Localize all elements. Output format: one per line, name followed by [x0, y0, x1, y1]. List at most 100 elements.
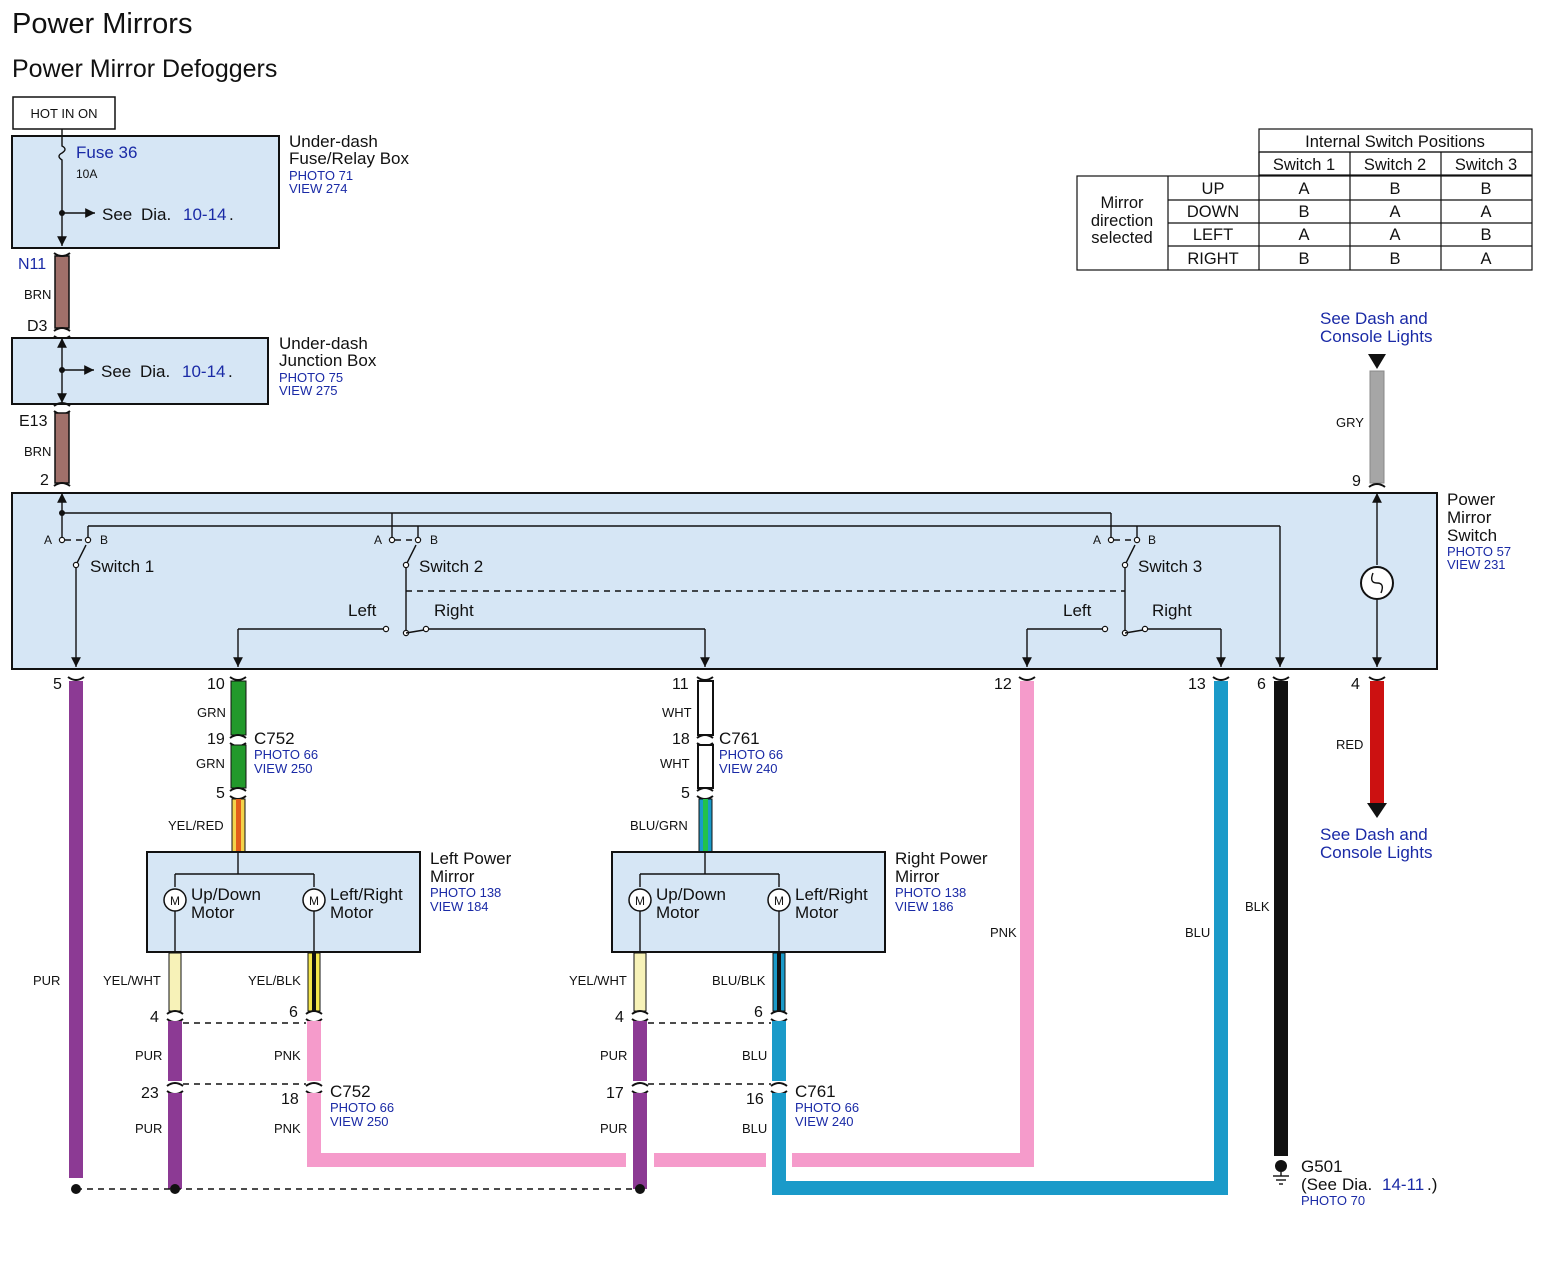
fuse-box-photo-link[interactable]: PHOTO 71 — [289, 168, 353, 183]
fuse-box-name-1: Under-dash — [289, 132, 378, 151]
wire-label-brn-1: BRN — [24, 287, 51, 302]
fuse-box-view-link[interactable]: VIEW 274 — [289, 181, 348, 196]
right-power-mirror — [611, 851, 886, 953]
pin-left-18: 18 — [281, 1091, 299, 1108]
fuse-dia-ref-link[interactable]: 10-14 — [183, 205, 226, 224]
pin-right-6: 6 — [754, 1004, 763, 1021]
wire-label-left-yel-wht: YEL/WHT — [103, 973, 161, 988]
wire-label-right-blu-1: BLU — [742, 1048, 767, 1063]
right-mirror-name-1: Right Power — [895, 849, 988, 868]
wire-left-yel-wht — [168, 952, 182, 1012]
pin-13: 13 — [1188, 676, 1206, 693]
wire-label-left-pur-1: PUR — [135, 1048, 162, 1063]
dash-lights-bottom-1[interactable]: See Dash and — [1320, 825, 1428, 844]
left-mirror-view-link[interactable]: VIEW 184 — [430, 899, 489, 914]
switch1-pos-a: A — [44, 533, 52, 547]
c752-bottom-photo-link[interactable]: PHOTO 66 — [330, 1100, 394, 1115]
c761-bottom-photo-link[interactable]: PHOTO 66 — [795, 1100, 859, 1115]
c761-bottom-view-link[interactable]: VIEW 240 — [795, 1114, 854, 1129]
pin-e13: E13 — [19, 413, 48, 430]
wire-right-pur-1 — [633, 1021, 647, 1081]
pin-right-17: 17 — [606, 1085, 624, 1102]
fuse-amp-label: 10A — [76, 167, 97, 181]
ground-dia-ref-link[interactable]: 14-11 — [1382, 1175, 1424, 1194]
table-group-1: Mirror — [1100, 194, 1144, 212]
right-motor2-symbol: M — [774, 894, 784, 908]
table-row-left: LEFT — [1193, 226, 1233, 244]
wire-label-right-pur-1: PUR — [600, 1048, 627, 1063]
wire-label-blu-grn: BLU/GRN — [630, 818, 688, 833]
table-group-3: selected — [1091, 229, 1152, 247]
wire-right-yel-wht — [633, 952, 647, 1012]
c761-top-photo-link[interactable]: PHOTO 66 — [719, 747, 783, 762]
wire-pnk-main — [1020, 681, 1034, 1165]
page-title: Power Mirrors — [12, 8, 192, 40]
right-mirror-photo-link[interactable]: PHOTO 138 — [895, 885, 966, 900]
switch-view-link[interactable]: VIEW 231 — [1447, 557, 1506, 572]
wire-red — [1370, 681, 1384, 803]
pin-9: 9 — [1352, 473, 1361, 490]
pin-2: 2 — [40, 472, 49, 489]
left-power-mirror — [146, 851, 421, 953]
pin-right-16: 16 — [746, 1091, 764, 1108]
wire-label-blk: BLK — [1245, 899, 1270, 914]
wire-gry — [1369, 370, 1385, 484]
junction-box-name-1: Under-dash — [279, 334, 368, 353]
dash-lights-top-1[interactable]: See Dash and — [1320, 309, 1428, 328]
pin-19: 19 — [207, 731, 225, 748]
table-cell: A — [1389, 226, 1400, 244]
wire-grn-1 — [230, 680, 247, 736]
pin-d3: D3 — [27, 318, 48, 335]
ground-photo-link[interactable]: PHOTO 70 — [1301, 1193, 1365, 1208]
left-motor2-name-2: Motor — [330, 903, 374, 922]
c752-bottom-view-link[interactable]: VIEW 250 — [330, 1114, 389, 1129]
wire-grn-2 — [230, 744, 247, 789]
wire-label-yel-red: YEL/RED — [168, 818, 224, 833]
c752-top-photo-link[interactable]: PHOTO 66 — [254, 747, 318, 762]
junction-box-photo-link[interactable]: PHOTO 75 — [279, 370, 343, 385]
junction-dia-ref-link[interactable]: 10-14 — [182, 362, 225, 381]
c761-top-view-link[interactable]: VIEW 240 — [719, 761, 778, 776]
pin-n11: N11 — [18, 256, 46, 273]
dash-lights-bottom-2[interactable]: Console Lights — [1320, 843, 1432, 862]
right-motor2-name-1: Left/Right — [795, 885, 868, 904]
wire-left-pnk-1 — [307, 1021, 321, 1081]
c752-bottom-name: C752 — [330, 1082, 371, 1101]
selector2-right-label: Right — [1152, 601, 1192, 620]
junction-dia-label: Dia. — [140, 362, 170, 381]
switch3-pos-b: B — [1148, 533, 1156, 547]
switch-name-1: Power — [1447, 490, 1496, 509]
ground-close: .) — [1427, 1175, 1437, 1194]
switch-photo-link[interactable]: PHOTO 57 — [1447, 544, 1511, 559]
fuse-36-label[interactable]: Fuse 36 — [76, 143, 137, 162]
wire-blk — [1274, 681, 1288, 1156]
selector1-right-label: Right — [434, 601, 474, 620]
junction-box-view-link[interactable]: VIEW 275 — [279, 383, 338, 398]
table-cell: B — [1298, 250, 1309, 268]
wire-label-pnk-main: PNK — [990, 925, 1017, 940]
switch-name-3: Switch — [1447, 526, 1497, 545]
pin-6: 6 — [1257, 676, 1266, 693]
pin-left-23: 23 — [141, 1085, 159, 1102]
wire-wht-2 — [697, 744, 714, 789]
wire-label-brn-2: BRN — [24, 444, 51, 459]
right-mirror-view-link[interactable]: VIEW 186 — [895, 899, 954, 914]
table-row-down: DOWN — [1187, 203, 1239, 221]
c761-bottom-name: C761 — [795, 1082, 836, 1101]
wire-label-left-pur-2: PUR — [135, 1121, 162, 1136]
c752-top-view-link[interactable]: VIEW 250 — [254, 761, 313, 776]
dash-lights-top-arrow — [1368, 354, 1386, 369]
wire-label-right-pur-2: PUR — [600, 1121, 627, 1136]
switch2-pos-b: B — [430, 533, 438, 547]
fuse-dia-label: Dia. — [141, 205, 171, 224]
switch-internal-wiring — [57, 493, 1394, 667]
hot-in-on-label: HOT IN ON — [31, 106, 98, 121]
ground-dia: Dia. — [1342, 1175, 1372, 1194]
left-motor2-symbol: M — [309, 894, 319, 908]
table-col-switch3: Switch 3 — [1455, 156, 1517, 174]
wire-label-red: RED — [1336, 737, 1363, 752]
dash-lights-top-2[interactable]: Console Lights — [1320, 327, 1432, 346]
table-cell: B — [1480, 226, 1491, 244]
left-mirror-photo-link[interactable]: PHOTO 138 — [430, 885, 501, 900]
wire-label-left-yel-blk: YEL/BLK — [248, 973, 301, 988]
